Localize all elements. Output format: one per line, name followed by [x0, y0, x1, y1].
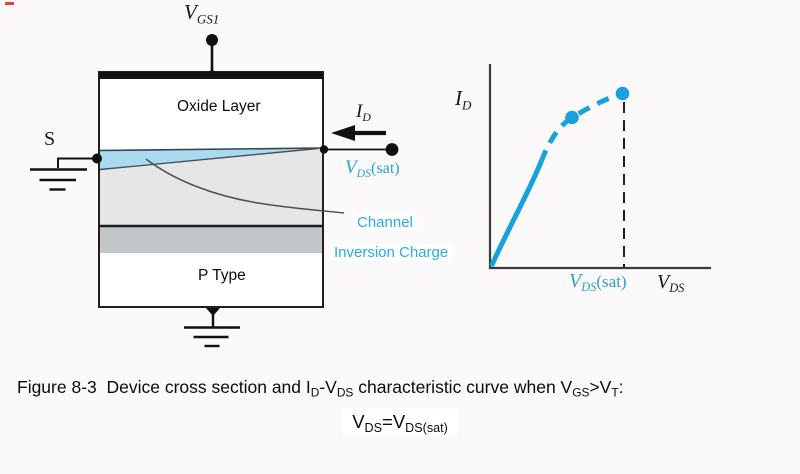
caption-sub: D [310, 385, 320, 400]
caption-sub: GS [572, 385, 590, 400]
plot-vds-sub: DS [669, 281, 685, 296]
drain-voltage-label: VDS(sat) [345, 158, 400, 180]
gate-contact-dot [207, 70, 217, 79]
caption-text: V [352, 411, 365, 432]
oxide-interface-line [98, 147, 324, 152]
curve-marker-dot [565, 110, 579, 125]
caption-text: : [618, 377, 624, 397]
source-label: S [44, 128, 56, 150]
gate-terminal-dot [206, 34, 218, 46]
caption-text: Figure 8-3 Device cross section and I [17, 377, 311, 397]
plot-vdssat-suffix: (sat) [596, 272, 627, 291]
drain-terminal-dot [385, 143, 399, 156]
p-type-label: P Type [193, 266, 251, 286]
vds-label-suffix: (sat) [371, 160, 400, 177]
vds-label-sub: DS [356, 167, 371, 180]
saturation-point-dot [615, 86, 630, 101]
id-vds-plot [488, 64, 711, 270]
id-label-sub: D [362, 111, 371, 124]
gate-label-base: V [184, 0, 197, 24]
channel-bottom-edge [99, 147, 319, 171]
substrate-band [100, 227, 322, 253]
channel-annotation-line1: Channel [353, 214, 417, 231]
source-ground-symbol [30, 168, 87, 191]
caption-sub: DS(sat) [405, 420, 448, 435]
curve-dashed-segment [538, 91, 622, 163]
plot-vdssat-sub: DS [581, 280, 597, 295]
plot-id-base: I [455, 86, 462, 110]
curve-solid-segment [489, 161, 544, 268]
caption-text: -V [319, 377, 337, 397]
drain-current-arrow [331, 125, 386, 141]
plot-id-sub: D [462, 97, 472, 113]
caption-sub: T [611, 385, 619, 400]
depletion-boundary-curve [145, 158, 345, 214]
caption-sub: DS [364, 420, 383, 435]
caption-equation: VDS=VDS(sat) [342, 408, 458, 435]
channel-annotation-line2: Inversion Charge [330, 244, 453, 261]
plot-y-axis-label: ID [455, 86, 472, 113]
oxide-layer-label: Oxide Layer [172, 97, 266, 117]
drain-current-label: ID [356, 102, 371, 124]
caption-sub: DS [336, 385, 354, 400]
vds-label-base: V [345, 157, 357, 178]
figure-caption-line1: Figure 8-3 Device cross section and ID-V… [17, 377, 624, 400]
id-label-base: I [356, 101, 363, 122]
red-crop-mark [5, 2, 14, 5]
figure-caption-line2: VDS=VDS(sat) [0, 408, 800, 435]
plot-vds-sat-label: VDS(sat) [569, 271, 627, 294]
substrate-ground-symbol [184, 326, 240, 348]
caption-text: >V [589, 377, 612, 397]
caption-text: characteristic curve when V [353, 377, 573, 397]
substrate-terminal-triangle [206, 308, 220, 316]
plot-vds-base: V [657, 271, 670, 293]
source-wire [57, 157, 97, 168]
gate-label-sub: GS1 [196, 11, 220, 27]
plot-vdssat-base: V [569, 270, 582, 292]
gate-terminal-label: VGS1 [184, 0, 220, 27]
plot-x-axis-label: VDS [657, 272, 684, 295]
caption-text: =V [382, 411, 406, 432]
device-cross-section [30, 34, 399, 348]
